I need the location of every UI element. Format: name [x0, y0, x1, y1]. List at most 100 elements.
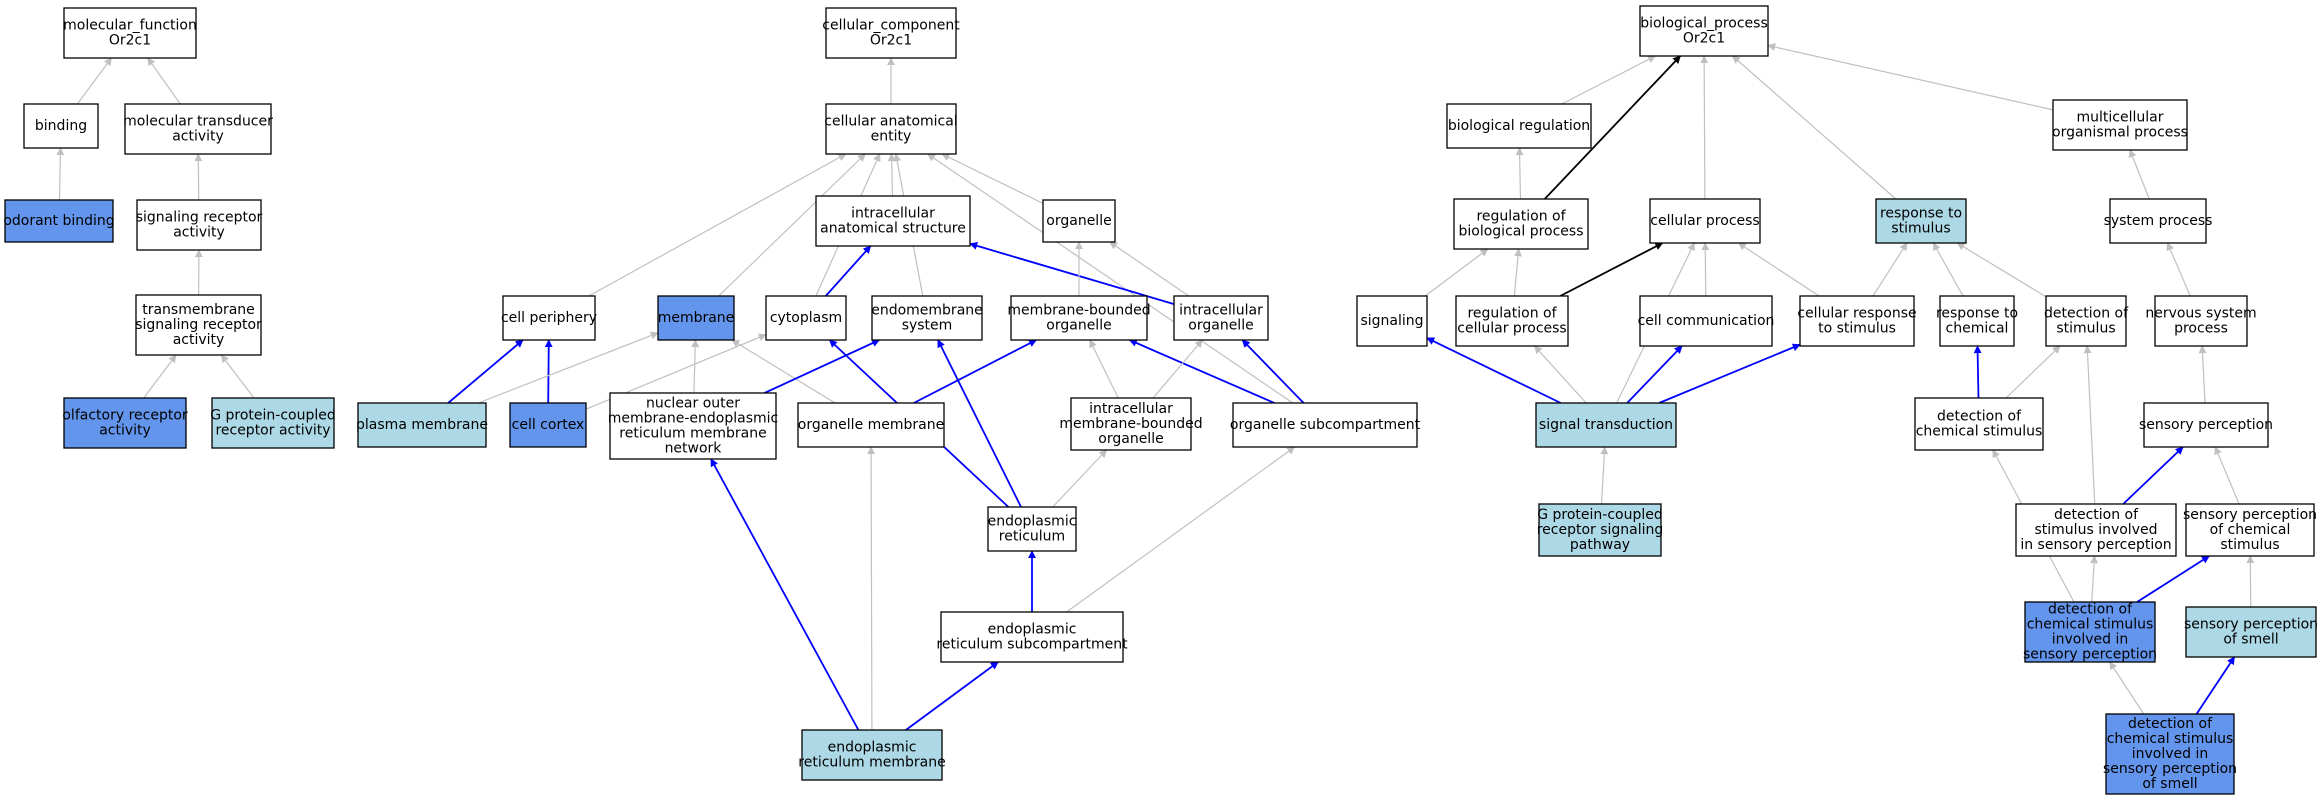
node-label: nervous system	[2145, 306, 2256, 322]
edge-cellcortex-to-cellper	[544, 339, 553, 404]
node-orgsub[interactable]: organelle subcompartment	[1230, 402, 1421, 448]
node-box	[1639, 295, 1773, 347]
node-label: cell communication	[1638, 313, 1775, 329]
node-box	[940, 611, 1124, 663]
node-label: cellular process	[1457, 321, 1566, 337]
node-sigtrans[interactable]: signal transduction	[1535, 402, 1677, 448]
node-label: activity	[99, 423, 151, 439]
node-binding[interactable]: binding	[23, 103, 99, 149]
node-box	[135, 294, 262, 356]
node-nomern[interactable]: nuclear outermembrane-endoplasmicreticul…	[608, 392, 778, 460]
node-label: molecular_function	[63, 18, 197, 34]
node-plasmamem[interactable]: plasma membrane	[356, 402, 488, 448]
node-label: G protein-coupled	[210, 408, 336, 424]
node-label: activity	[172, 129, 224, 145]
node-label: intracellular	[1179, 303, 1263, 319]
edge-nomern-to-membrane	[691, 339, 700, 394]
node-cellcomm[interactable]: cell communication	[1638, 295, 1775, 347]
node-box	[1446, 103, 1592, 149]
edge-organelle-to-cae	[941, 153, 1044, 204]
node-signaling[interactable]: signaling	[1356, 295, 1428, 347]
node-label: transmembrane	[142, 302, 255, 318]
node-cellper[interactable]: cell periphery	[501, 295, 597, 341]
node-cellproc[interactable]: cellular process	[1649, 198, 1761, 244]
node-odorant[interactable]: odorant binding	[3, 199, 115, 243]
node-label: sensory perception	[2184, 617, 2318, 633]
edge-orgsub-to-mbo	[1128, 339, 1275, 404]
node-label: cellular_component	[822, 18, 960, 34]
node-box	[136, 199, 262, 251]
edge-multi-to-bp	[1767, 43, 2054, 111]
node-cytoplasm[interactable]: cytoplasm	[765, 295, 847, 341]
node-label: organelle	[1046, 318, 1111, 334]
node-box	[23, 103, 99, 149]
node-membrane[interactable]: membrane	[657, 295, 735, 341]
node-label: receptor signaling	[1537, 522, 1664, 538]
node-cellcortex[interactable]: cell cortex	[509, 402, 587, 448]
node-box	[1173, 295, 1269, 341]
node-label: reticulum membrane	[798, 755, 945, 771]
node-organelle[interactable]: organelle	[1042, 199, 1116, 243]
node-box	[2154, 295, 2248, 347]
node-sensperc[interactable]: sensory perception	[2139, 402, 2273, 448]
node-label: in sensory perception	[2020, 537, 2171, 553]
edge-detsens-to-detstim	[2083, 345, 2096, 505]
node-label: signaling receptor	[136, 210, 263, 226]
node-label: regulation of	[1476, 209, 1566, 225]
node-label: cell cortex	[512, 417, 585, 433]
node-orgmem[interactable]: organelle membrane	[797, 402, 945, 448]
edge-spchem-to-sensperc	[2214, 446, 2240, 505]
edge-plasmamem-to-cellper	[447, 339, 524, 404]
node-box	[1232, 402, 1418, 448]
node-label: binding	[35, 118, 87, 134]
node-label: response to	[1880, 206, 1962, 222]
node-label: olfactory receptor	[62, 408, 188, 424]
node-box	[63, 7, 197, 59]
edge-cellresp-to-cellproc	[1737, 242, 1820, 297]
node-label: pathway	[1570, 537, 1630, 553]
node-sysproc[interactable]: system process	[2104, 198, 2213, 244]
node-label: Or2c1	[870, 33, 912, 49]
node-label: activity	[173, 225, 225, 241]
node-box	[4, 199, 114, 243]
node-box	[825, 103, 957, 155]
node-label: cytoplasm	[770, 310, 842, 326]
node-bioreg[interactable]: biological regulation	[1446, 103, 1592, 149]
node-label: involved in	[2052, 632, 2129, 648]
node-box	[1538, 503, 1662, 557]
